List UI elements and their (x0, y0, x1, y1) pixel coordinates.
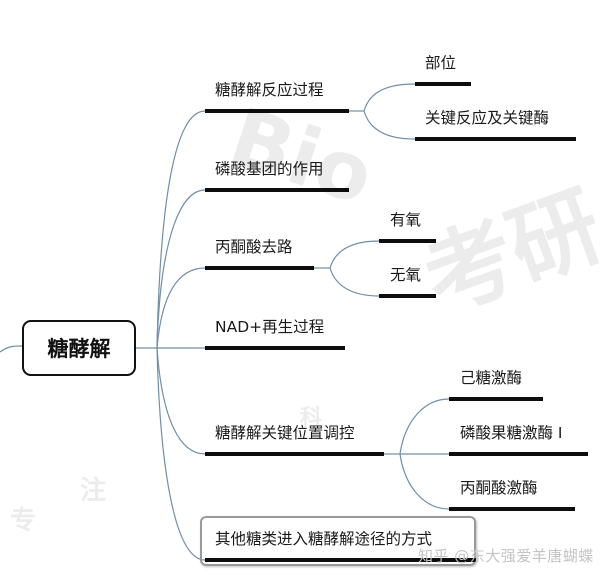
branch-underline (205, 266, 314, 270)
leaf-underline (415, 82, 471, 86)
branch-underline (205, 346, 345, 350)
branch-node-nad-regeneration[interactable]: NAD+再生过程 (215, 318, 325, 336)
selection-frame (200, 516, 476, 566)
leaf-underline (449, 397, 543, 401)
branch-node-reaction-process[interactable]: 糖酵解反应过程 (215, 81, 324, 99)
leaf-node-anaerobic[interactable]: 无氧 (390, 266, 422, 284)
leaf-underline (379, 294, 436, 298)
leaf-node-aerobic[interactable]: 有氧 (390, 211, 422, 229)
branch-underline (205, 558, 476, 562)
leaf-node-key-reactions[interactable]: 关键反应及关键酶 (425, 109, 550, 127)
leaf-underline (449, 452, 588, 456)
leaf-node-hexokinase[interactable]: 己糖激酶 (460, 369, 523, 387)
branch-node-phosphate-role[interactable]: 磷酸基团的作用 (215, 160, 324, 178)
leaf-node-pyruvate-kinase[interactable]: 丙酮酸激酶 (460, 479, 538, 497)
leaf-underline (379, 239, 436, 243)
root-node-label: 糖酵解 (47, 337, 111, 361)
branch-node-key-regulation[interactable]: 糖酵解关键位置调控 (215, 424, 355, 442)
branch-underline (205, 452, 384, 456)
source-credit-watermark: 知乎 @东大强爱羊唐蝴蝶 (418, 547, 594, 565)
root-node[interactable]: 糖酵解 (22, 320, 136, 376)
branch-underline (205, 109, 349, 113)
leaf-node-pfk1[interactable]: 磷酸果糖激酶 I (460, 424, 563, 442)
leaf-underline (415, 137, 576, 141)
branch-underline (205, 188, 349, 192)
branch-node-pyruvate-fate[interactable]: 丙酮酸去路 (215, 238, 293, 256)
leaf-underline (449, 507, 575, 511)
branch-node-other-sugars[interactable]: 其他糖类进入糖酵解途径的方式 (215, 530, 433, 548)
leaf-node-location[interactable]: 部位 (425, 54, 457, 72)
